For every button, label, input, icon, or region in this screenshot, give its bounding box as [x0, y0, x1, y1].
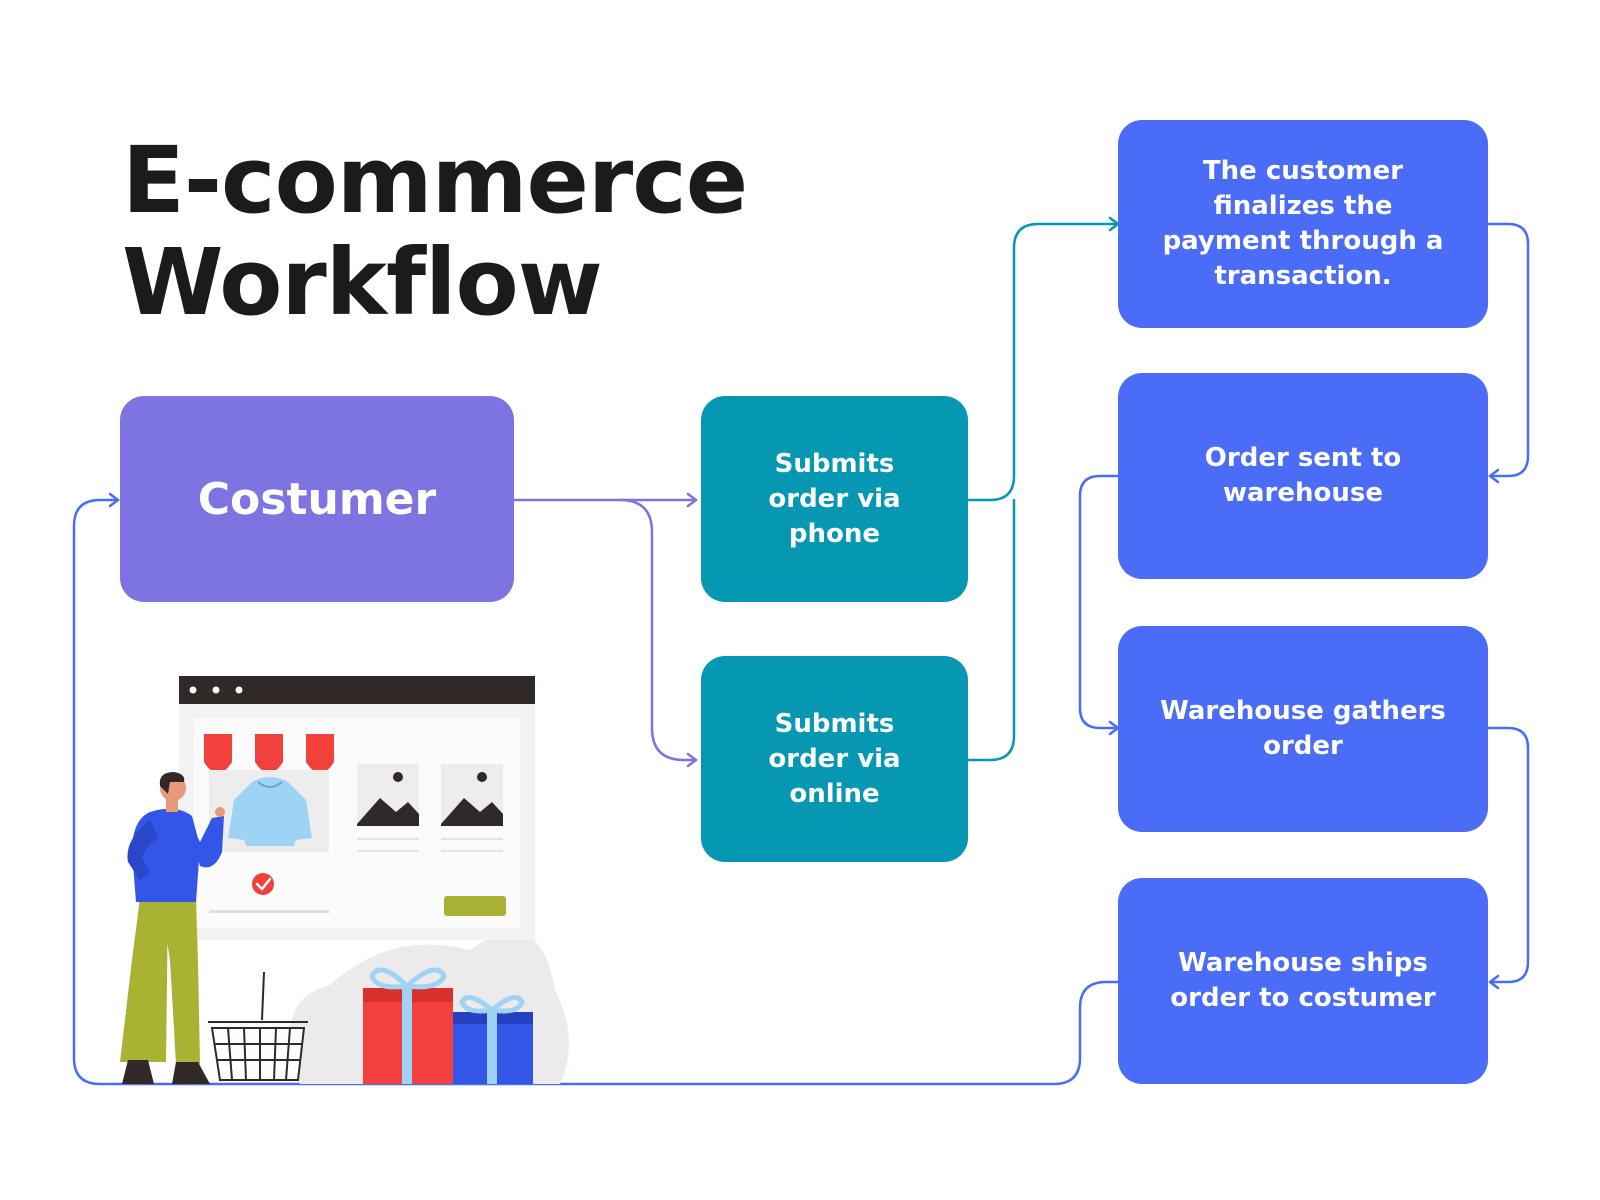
node-ships-order: Warehouse ships order to costumer — [1118, 878, 1488, 1084]
node-payment: The customer finalizes the payment throu… — [1118, 120, 1488, 328]
arrow-to-sent — [1488, 468, 1500, 484]
person-icon — [120, 772, 225, 1084]
node-submit-online: Submits order via online — [701, 656, 968, 862]
connector-ships-to-customer — [72, 498, 1120, 1086]
connector-online-to-payment — [966, 498, 1016, 762]
arrow-to-phone — [686, 492, 698, 508]
shopping-basket-icon — [208, 971, 308, 1081]
image-placeholder-icon — [441, 764, 503, 826]
connector-sent-to-gathers — [1078, 474, 1120, 730]
node-submit-phone: Submits order via phone — [701, 396, 968, 602]
connector-phone-to-payment — [966, 222, 1120, 502]
arrow-to-ships — [1488, 974, 1500, 990]
image-placeholder-icon — [357, 764, 419, 826]
page-title: E-commerce Workflow — [122, 127, 748, 336]
check-icon — [252, 873, 274, 895]
shop-awning-icon — [204, 734, 334, 773]
connector-gathers-to-ships — [1486, 726, 1530, 984]
gift-box-icon — [363, 967, 453, 1084]
hoodie-icon — [228, 777, 312, 846]
gift-box-icon — [453, 995, 533, 1084]
arrow-to-online — [686, 752, 698, 768]
node-sent-to-warehouse: Order sent to warehouse — [1118, 373, 1488, 579]
title-line-1: E-commerce — [122, 127, 748, 234]
title-line-2: Workflow — [122, 229, 603, 336]
node-gathers-order: Warehouse gathers order — [1118, 626, 1488, 832]
node-customer: Costumer — [120, 396, 514, 602]
arrow-to-customer — [108, 492, 120, 508]
connector-payment-to-sent — [1486, 222, 1530, 478]
connector-customer-to-online — [618, 498, 698, 762]
